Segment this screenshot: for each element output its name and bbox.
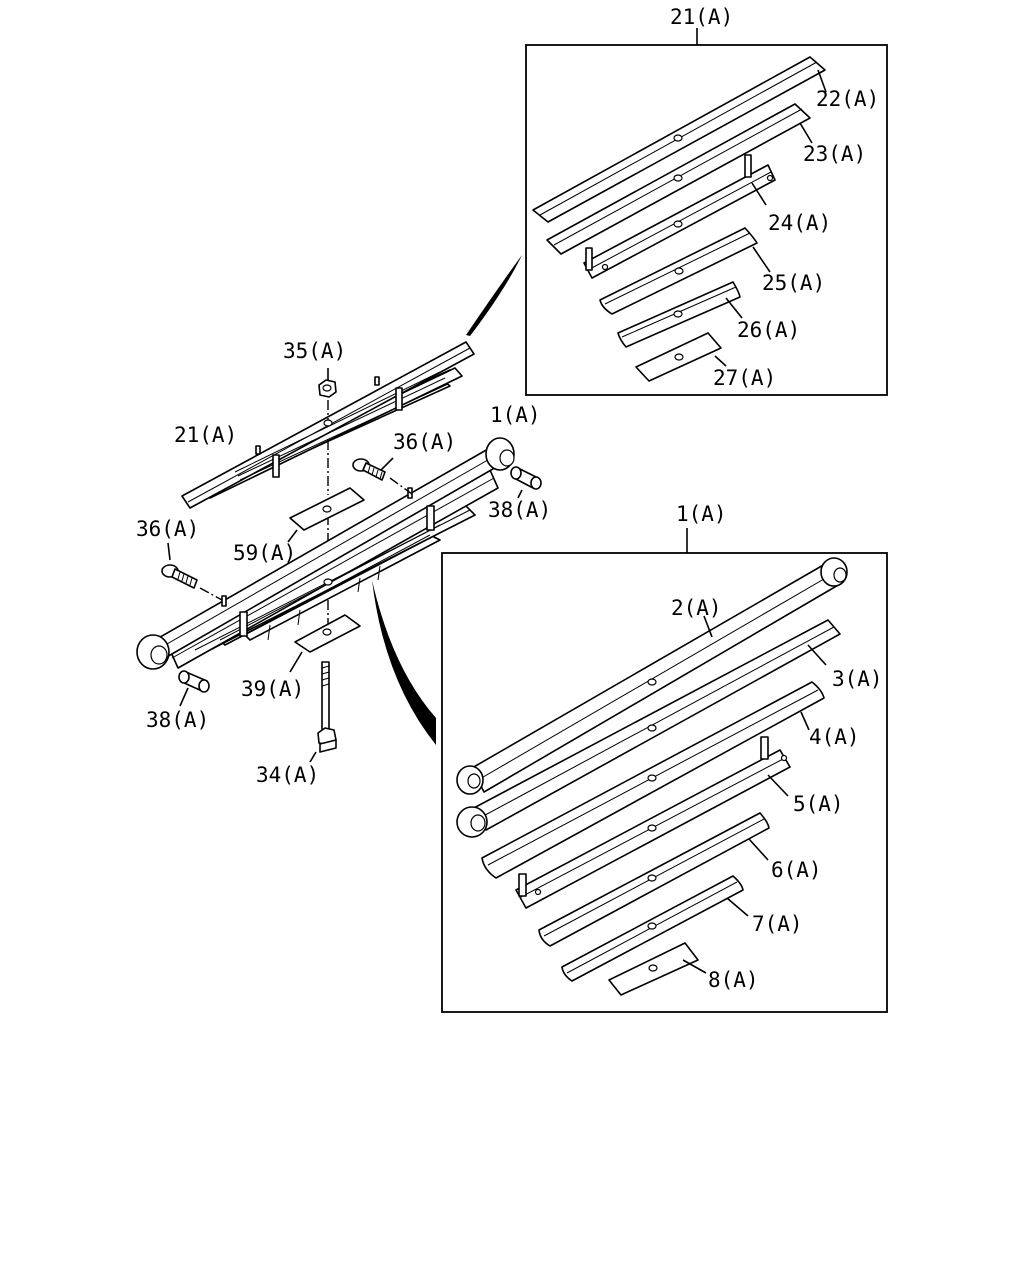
label-22: 22(A) [816, 87, 879, 111]
label-36-right: 36(A) [393, 430, 456, 454]
label-4: 4(A) [809, 725, 860, 749]
inset-helper-frame [525, 44, 888, 396]
leaf-26 [617, 281, 741, 348]
pad-39 [294, 614, 361, 653]
label-21-inset: 21(A) [670, 5, 733, 29]
leaf-3 [456, 619, 841, 838]
label-3: 3(A) [832, 667, 883, 691]
leaf-7 [561, 875, 744, 982]
leaf-24 [583, 154, 776, 279]
bushing-38-left [178, 670, 210, 693]
label-1-main: 1(A) [490, 403, 541, 427]
label-21-main: 21(A) [174, 423, 237, 447]
label-36-left: 36(A) [136, 517, 199, 541]
label-7: 7(A) [752, 912, 803, 936]
bolt-34 [317, 661, 337, 753]
nut-35 [318, 379, 337, 398]
label-38-right: 38(A) [488, 498, 551, 522]
leaf-22 [532, 56, 826, 223]
bolt-36-left [161, 564, 198, 589]
leaf-23 [546, 103, 811, 255]
label-1-inset: 1(A) [676, 502, 727, 526]
helper-spring-assembly [181, 341, 475, 509]
labels: 21(A) 22(A) 23(A) 24(A) 25(A) 26(A) 27(A… [136, 5, 883, 992]
zoom-wedge-main [372, 580, 436, 745]
leaf-5 [515, 736, 791, 909]
label-27: 27(A) [713, 366, 776, 390]
leaf-4 [481, 681, 825, 879]
label-35: 35(A) [283, 339, 346, 363]
label-24: 24(A) [768, 211, 831, 235]
label-2: 2(A) [671, 596, 722, 620]
label-8: 8(A) [708, 968, 759, 992]
leaf-27 [635, 332, 722, 382]
label-23: 23(A) [803, 142, 866, 166]
inset-helper-spring [525, 28, 888, 396]
bolt-36-right [352, 458, 386, 481]
label-38-left: 38(A) [146, 708, 209, 732]
zoom-wedge-helper [466, 255, 522, 336]
label-5: 5(A) [793, 792, 844, 816]
bushing-38-right [510, 466, 542, 490]
spacer-plate-59 [289, 487, 365, 531]
leaf-25 [599, 227, 758, 315]
leaf-8 [608, 942, 699, 996]
label-34: 34(A) [256, 763, 319, 787]
label-6: 6(A) [771, 858, 822, 882]
leaf-6 [538, 812, 770, 947]
label-39: 39(A) [241, 677, 304, 701]
label-59: 59(A) [233, 541, 296, 565]
label-26: 26(A) [737, 318, 800, 342]
inset-main-spring [441, 528, 888, 1013]
main-spring-assembly [136, 437, 515, 670]
inset-main-frame [441, 552, 888, 1013]
label-25: 25(A) [762, 271, 825, 295]
leaf-2 [456, 557, 848, 795]
